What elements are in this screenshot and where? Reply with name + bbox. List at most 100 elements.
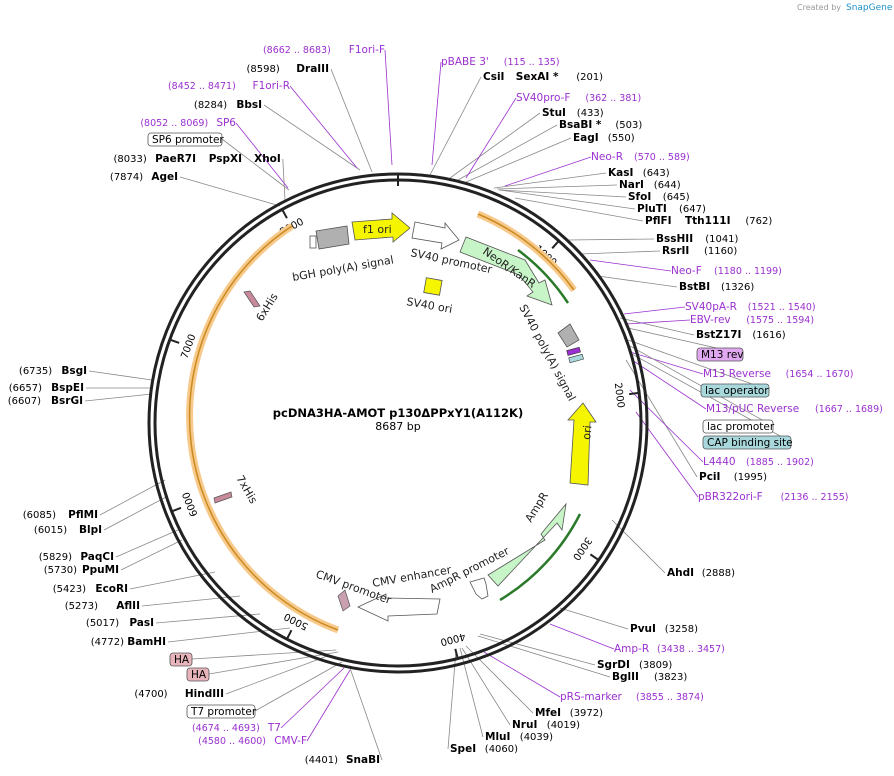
leader-line	[84, 393, 153, 402]
site-name: BstBI	[679, 281, 710, 293]
site-name: PciI	[699, 471, 720, 483]
f1-ori-arrow	[351, 212, 411, 243]
tick-label: 6000	[181, 490, 201, 518]
tick-mark	[589, 553, 600, 561]
site-name: DraIII	[296, 63, 329, 75]
his7-label: 7xHis	[233, 473, 260, 506]
primer-position: (362 .. 381)	[585, 93, 641, 104]
site-name: SpeI	[450, 743, 476, 755]
leader-line	[559, 607, 629, 630]
site-name: BglII	[612, 671, 639, 683]
leader-line	[499, 189, 636, 210]
site-name: PflMI	[68, 509, 98, 521]
site-position: (4019)	[547, 720, 580, 731]
leader-line	[483, 651, 561, 698]
primer-name: SV40pro-F	[516, 92, 570, 104]
primer-name: EBV-rev	[690, 314, 731, 326]
leader-line	[179, 176, 281, 207]
leader-line	[330, 68, 373, 173]
leader-line	[155, 613, 261, 624]
plasmid-name: pcDNA3HA-AMOT p130ΔPPxY1(A112K)	[273, 406, 523, 420]
site-position: (3258)	[665, 624, 698, 635]
leader-line	[306, 669, 351, 742]
leader-line	[225, 654, 331, 695]
site-position: (1326)	[721, 282, 754, 293]
site-name: EcoRI	[95, 583, 128, 595]
leader-line	[221, 138, 290, 191]
site-name: PpuMI	[82, 564, 119, 576]
cds-arc-left-line	[188, 225, 339, 631]
site-position: (6085)	[23, 510, 56, 521]
primer-name: F1ori-F	[349, 44, 385, 56]
leader-line	[88, 370, 153, 381]
label-text: lac operator	[705, 385, 769, 397]
site-position: (762)	[745, 216, 772, 227]
site-position: (6607)	[8, 396, 41, 407]
leader-line	[514, 197, 644, 222]
site-position: (6657)	[9, 383, 42, 394]
leader-line	[115, 529, 179, 558]
site-name: PvuI	[630, 623, 656, 635]
primer-position: (1654 .. 1670)	[786, 369, 854, 380]
leader-line	[496, 184, 618, 190]
site-position: (5017)	[86, 618, 119, 629]
site-name: RsrII	[662, 245, 689, 257]
boxed-label-ha2: HA	[186, 667, 210, 682]
leader-line	[493, 172, 607, 189]
primer-name: pRS-marker	[560, 691, 623, 703]
label-box	[702, 435, 792, 450]
leader-line	[235, 122, 289, 189]
site-position: (503)	[615, 120, 642, 131]
his7-feature	[213, 491, 233, 504]
site-position: (4060)	[485, 744, 518, 755]
site-name: AhdI	[667, 567, 694, 579]
primer-position: (570 .. 589)	[634, 152, 690, 163]
site-name-extra: PspXI	[209, 153, 242, 165]
leader-line	[263, 104, 361, 171]
site-position: (643)	[643, 168, 670, 179]
site-position: (1041)	[705, 234, 738, 245]
label-text: HA	[191, 669, 207, 681]
leader-line	[289, 85, 358, 169]
primer-name: Neo-F	[671, 265, 702, 277]
site-name: BssHII	[656, 233, 693, 245]
site-position: (550)	[608, 133, 635, 144]
leader-line	[465, 137, 572, 183]
lac-small-feature	[568, 353, 584, 364]
site-name: PaeR7I	[155, 153, 196, 165]
site-name: AgeI	[151, 171, 178, 183]
green-arc-neo	[517, 248, 570, 304]
site-name-extra2: XhoI	[254, 153, 281, 165]
primer-position: (1885 .. 1902)	[746, 457, 814, 468]
site-label: AgeI(7874)	[110, 171, 178, 183]
site-label: BsrGI(6607)	[8, 395, 83, 407]
label-box	[700, 383, 770, 398]
site-position: (5273)	[65, 601, 98, 612]
site-position: (3972)	[570, 708, 603, 719]
leader-line	[629, 351, 704, 375]
m13-small-feature	[566, 346, 581, 356]
site-name: SgrDI	[597, 659, 630, 671]
ampr-arrow	[487, 502, 567, 587]
watermark-brand: SnapGene	[846, 3, 893, 13]
primer-name: L4440	[703, 456, 736, 468]
primer-name: T7	[267, 722, 281, 734]
label-box	[186, 667, 210, 682]
site-label: BlpI(6015)	[34, 524, 102, 536]
site-name: HindIII	[185, 688, 224, 700]
ampr-label: AmpR	[523, 490, 552, 525]
bgh-label: bGH poly(A) signal	[291, 253, 394, 284]
primer-position: (8662 .. 8683)	[263, 45, 331, 56]
site-label: AflII(5273)	[65, 600, 140, 612]
site-position: (4039)	[520, 732, 553, 743]
primer-name: F1ori-R	[253, 80, 290, 92]
leader-line	[254, 661, 343, 712]
tick-mark	[629, 391, 640, 396]
site-position: (4700)	[134, 689, 167, 700]
leader-line	[282, 158, 286, 201]
plasmid-backbone	[147, 172, 649, 674]
leader-line	[449, 112, 541, 179]
boxed-label-m13-rev: M13 rev	[696, 347, 744, 362]
site-name: PasI	[129, 617, 154, 629]
tick-mark	[171, 506, 182, 513]
